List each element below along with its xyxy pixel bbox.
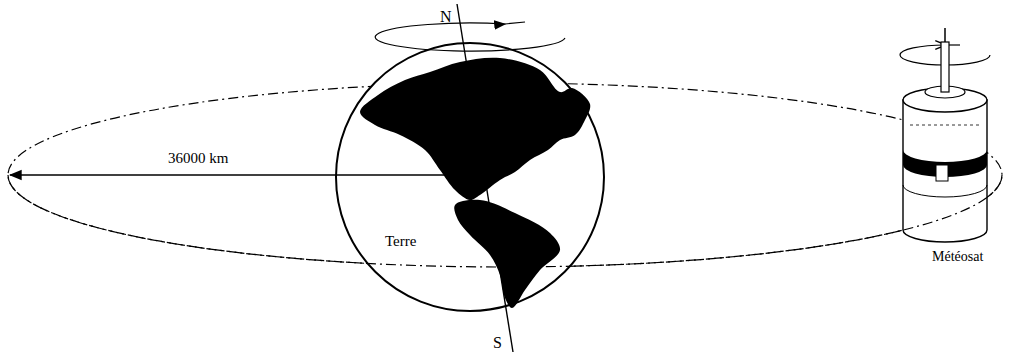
satellite-label: Météosat [932, 249, 983, 264]
pole-label: S [493, 334, 502, 352]
earth-label: Terre [385, 233, 416, 250]
earth-rotation [375, 23, 565, 51]
radius-arrow [10, 174, 462, 175]
continent [360, 58, 590, 200]
earth-drawing [335, 42, 605, 312]
distance-label: 36000 km [168, 150, 228, 167]
earth-circle: Terre [335, 42, 605, 312]
earth-rotation-head [505, 22, 525, 24]
rotation-axis [457, 4, 513, 352]
meteosat-satellite [903, 28, 987, 242]
orbit-front [8, 175, 1002, 267]
continent [454, 200, 560, 308]
pole-label: N [440, 8, 452, 26]
